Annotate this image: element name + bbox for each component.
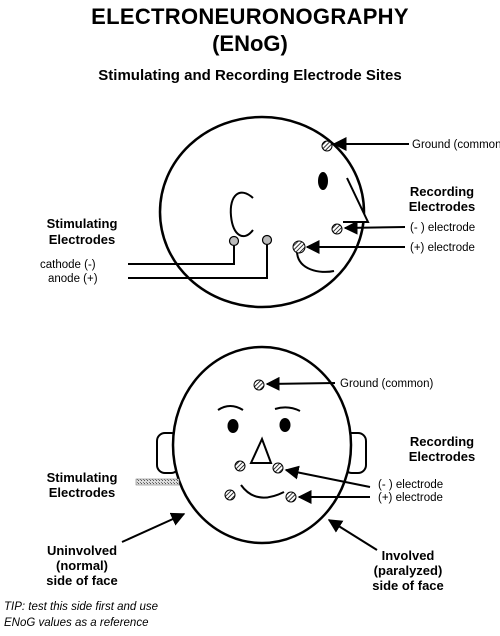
stimulating-electrode-bar: [135, 478, 180, 486]
recording-label-front-line1: Recording: [410, 434, 474, 449]
ground-electrode-side: [321, 140, 333, 152]
positive-recording-electrode-front: [224, 489, 236, 501]
tip-note: TIP: test this side first and use ENoG v…: [4, 599, 158, 631]
involved-label-line1: Involved: [382, 548, 435, 563]
page-title: ELECTRONEURONOGRAPHY: [91, 4, 409, 29]
negative-recording-electrode-front: [234, 460, 246, 472]
uninvolved-label-line2: (normal): [56, 558, 108, 573]
uninvolved-label-line3: side of face: [46, 573, 118, 588]
stimulating-label-front-line1: Stimulating: [47, 470, 118, 485]
involved-label-line2: (paralyzed): [374, 563, 443, 578]
positive-electrode-label-side: (+) electrode: [410, 242, 475, 254]
negative-electrode-arrow-front: [284, 465, 371, 488]
stimulating-label-side-line2: Electrodes: [49, 232, 115, 247]
stimulating-label-side-line1: Stimulating: [47, 216, 118, 231]
nose-front: [249, 436, 273, 464]
involved-side-arrow: [327, 519, 378, 551]
uninvolved-label-line1: Uninvolved: [47, 543, 117, 558]
negative-electrode-label-side: (- ) electrode: [410, 222, 475, 234]
anode-electrode: [261, 234, 273, 246]
page-subtitle: Stimulating and Recording Electrode Site…: [98, 67, 402, 84]
mouth: [240, 484, 285, 499]
tip-line-2: ENoG values as a reference: [4, 617, 149, 629]
ground-label-side: Ground (common): [412, 139, 500, 151]
negative-recording-electrode-front-2: [272, 462, 284, 474]
anode-lead: [128, 245, 268, 279]
recording-label-side-line1: Recording: [410, 184, 474, 199]
ground-label-front: Ground (common): [340, 378, 433, 390]
uninvolved-side-arrow: [121, 512, 186, 543]
negative-electrode-arrow-side: [343, 220, 406, 235]
negative-electrode-label-front: (- ) electrode: [378, 479, 443, 491]
ground-electrode-front: [253, 379, 265, 391]
recording-label-front-line2: Electrodes: [409, 449, 475, 464]
recording-label-side-line2: Electrodes: [409, 199, 475, 214]
side-view-head: Ground (common) Recording Electrodes (- …: [40, 115, 500, 309]
positive-electrode-label-front: (+) electrode: [378, 492, 443, 504]
left-eye: [227, 419, 239, 433]
jaw-line: [296, 251, 335, 273]
front-view-head: Ground (common) Recording Electrodes (- …: [46, 345, 475, 593]
anode-label: anode (+): [48, 273, 98, 285]
right-eyebrow: [274, 406, 301, 412]
left-eyebrow: [217, 405, 244, 411]
cathode-label: cathode (-): [40, 259, 96, 271]
involved-label-line3: side of face: [372, 578, 444, 593]
tip-line-1: TIP: test this side first and use: [4, 601, 159, 613]
positive-recording-electrode-side: [292, 240, 306, 254]
cathode-lead: [128, 246, 235, 265]
eye-side: [318, 172, 328, 190]
right-eye: [279, 418, 291, 432]
ear-outline: [229, 191, 254, 238]
positive-recording-electrode-front-2: [285, 491, 297, 503]
page-title-abbreviation: (ENoG): [212, 31, 288, 56]
cathode-electrode: [228, 235, 240, 247]
negative-recording-electrode-side: [331, 223, 343, 235]
ground-arrow-front: [265, 376, 336, 391]
stimulating-label-front-line2: Electrodes: [49, 485, 115, 500]
